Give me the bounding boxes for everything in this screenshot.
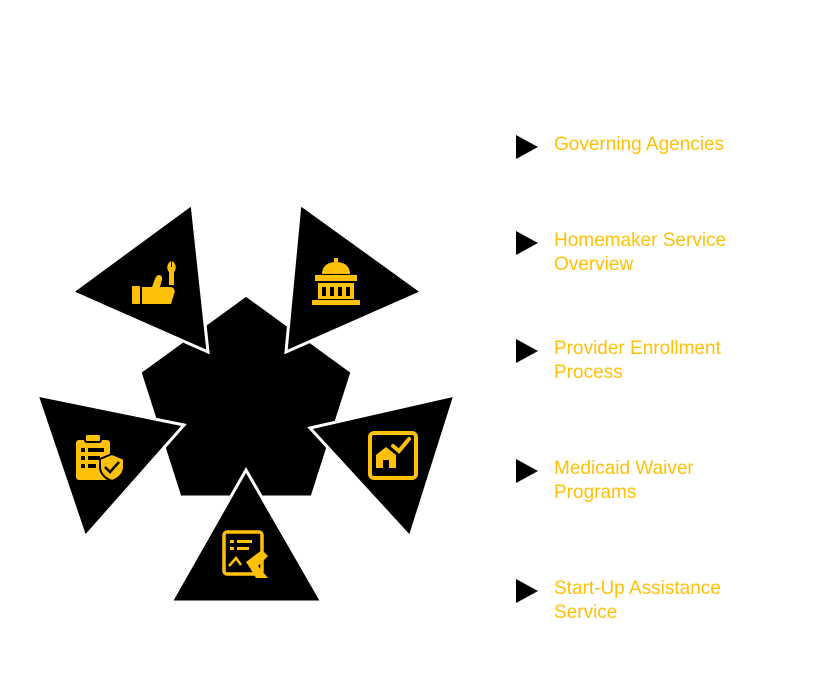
bullet-arrow-icon — [516, 579, 538, 603]
item-label: Homemaker Service Overview — [554, 230, 727, 275]
home-checklist-icon — [368, 431, 418, 480]
item-label: Provider Enrollment Process — [554, 338, 721, 383]
thumbs-up-wrench-icon — [132, 261, 176, 304]
list-item-medicaid-waiver: Medicaid Waiver Programs — [516, 457, 754, 505]
government-building-icon — [312, 258, 360, 305]
bullet-arrow-icon — [516, 339, 538, 363]
list-item-governing-agencies: Governing Agencies — [516, 133, 754, 159]
list-item-homemaker-service: Homemaker Service Overview — [516, 229, 754, 277]
item-label: Governing Agencies — [554, 134, 725, 155]
bullet-arrow-icon — [516, 459, 538, 483]
list-item-provider-enrollment: Provider Enrollment Process — [516, 337, 754, 385]
clipboard-shield-icon — [76, 433, 125, 483]
bullet-arrow-icon — [516, 135, 538, 159]
document-sign-icon — [222, 530, 268, 578]
petal-top-left — [69, 201, 210, 355]
diagram — [37, 201, 455, 604]
list-item-startup-assistance: Start-Up Assistance Service — [516, 577, 754, 625]
item-label: Medicaid Waiver Programs — [554, 458, 694, 503]
bullet-arrow-icon — [516, 231, 538, 255]
petal-bottom — [168, 466, 325, 604]
item-label: Start-Up Assistance Service — [554, 578, 721, 623]
